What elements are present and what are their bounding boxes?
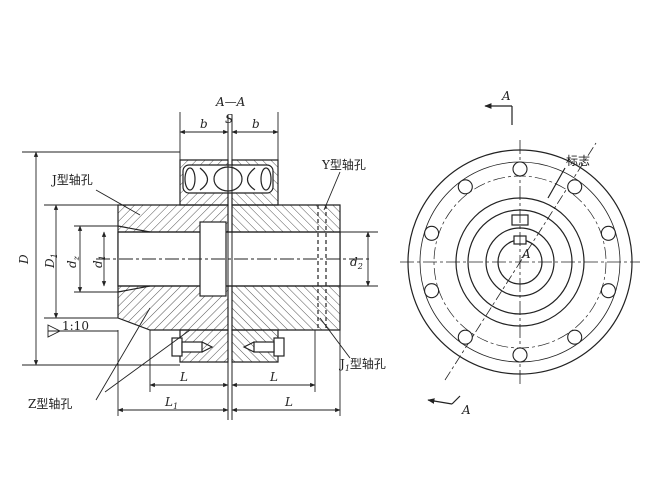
pin-hole [512,347,528,363]
pin-hole [457,179,473,195]
b-right-label: b [252,117,260,131]
A-center-label: A [521,247,531,261]
pin-hole [424,283,440,299]
s-label: S [225,112,233,126]
d1-label: d1 [91,255,107,268]
pin-hole [457,329,473,345]
pin-ring [424,161,616,363]
z-hole-label: Z型轴孔 [28,396,72,411]
D1-label: D1 [43,253,59,269]
j1-hole-label: J1型轴孔 [338,356,386,373]
A-bottom-label: A [461,403,471,417]
section-view [96,115,372,420]
mark-label: 标志 [566,154,590,168]
L1-label: L1 [164,395,178,411]
j-hole-label: J型轴孔 [50,172,93,187]
y-hole-label: Y型轴孔 [321,157,366,172]
dz-label: dz [65,255,81,268]
bolt-bottom-right [242,337,285,357]
L-right-bottom-label: L [284,395,293,409]
pin-hole [600,225,616,241]
section-title: A—A [215,95,246,109]
section-dimensions [22,112,378,416]
bolt-bottom-left [171,337,214,357]
d2-label: d2 [350,255,363,271]
A-top-label: A [501,89,511,103]
pin-hole [424,225,440,241]
pin-hole [512,161,528,177]
taper-label: 1:10 [62,319,89,333]
pin-hole [567,329,583,345]
pin-hole [567,179,583,195]
pin-hole [600,283,616,299]
D-label: D [17,254,31,265]
L-left-label: L [179,370,188,384]
b-left-label: b [200,117,208,131]
L-right-top-label: L [269,370,278,384]
